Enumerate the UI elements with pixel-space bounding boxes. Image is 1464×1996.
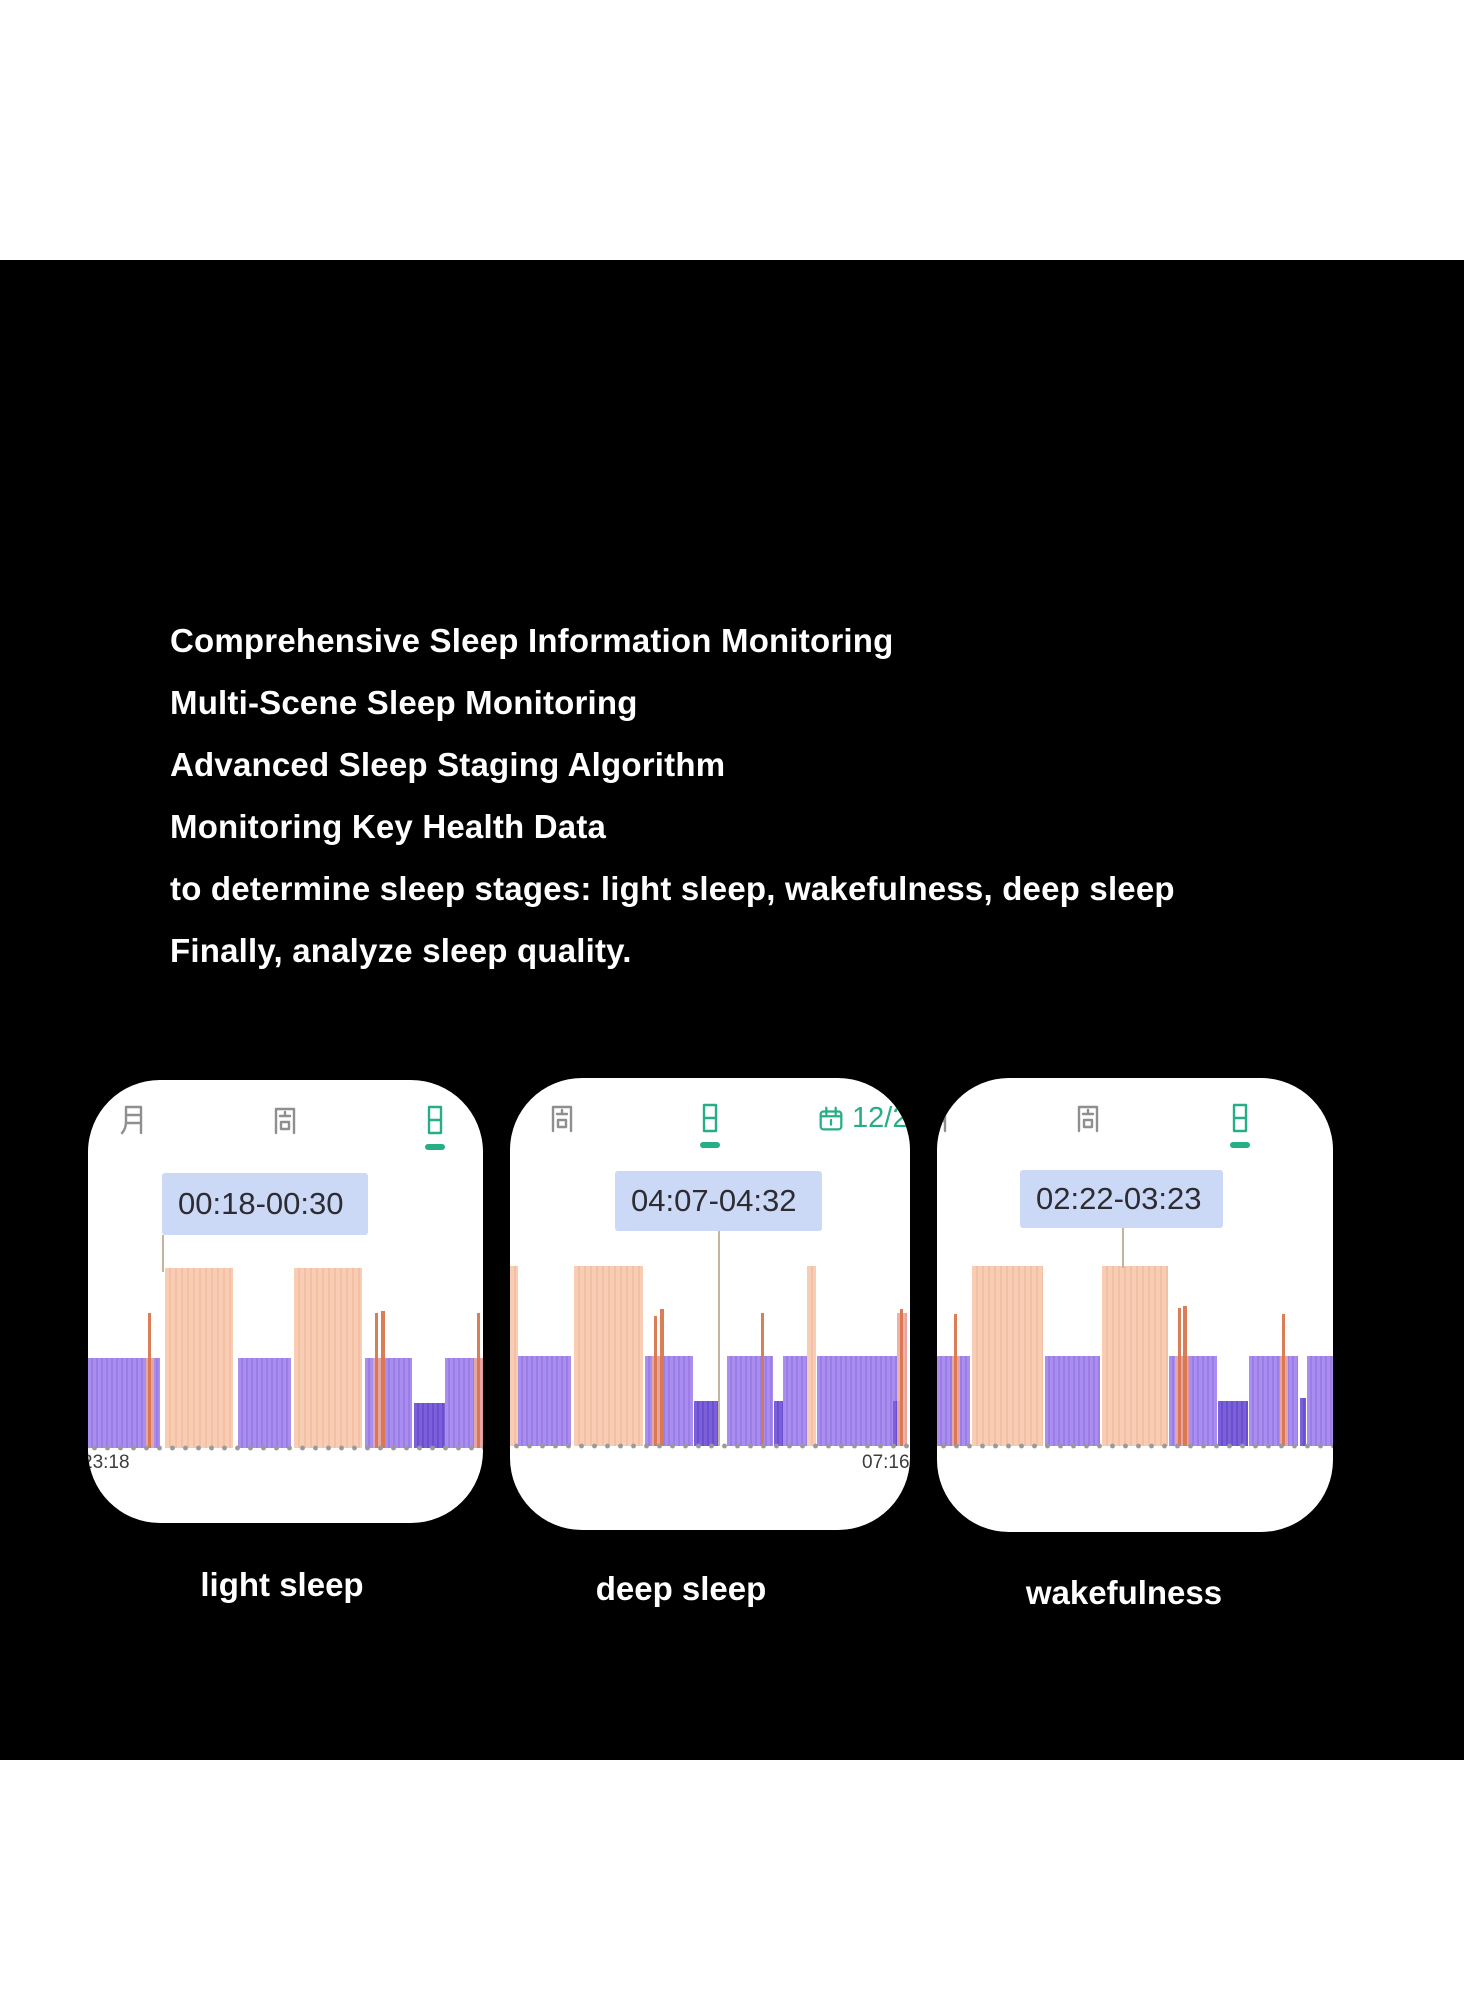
bar-spike	[654, 1316, 657, 1446]
bar-spike	[381, 1311, 385, 1448]
bar-deep[interactable]	[1300, 1398, 1306, 1446]
sleep-segment-tooltip: 00:18-00:30	[162, 1173, 368, 1235]
date-label: 12/28	[852, 1102, 910, 1134]
active-tab-underline	[1230, 1142, 1250, 1148]
bar-spike	[1183, 1306, 1187, 1446]
tab-day[interactable]	[1222, 1100, 1258, 1136]
bar-spike	[148, 1313, 151, 1448]
watch-screen-wakefulness: 02:22-03:23	[937, 1078, 1333, 1532]
bar-spike	[954, 1314, 957, 1446]
tab-day[interactable]	[692, 1100, 728, 1136]
tab-week[interactable]	[1070, 1100, 1106, 1136]
bar-spike	[660, 1309, 664, 1446]
bar-deep[interactable]	[893, 1401, 900, 1446]
bar-wake[interactable]	[1102, 1266, 1168, 1446]
bar-light[interactable]	[727, 1356, 773, 1446]
axis-start-time: 23:18	[88, 1452, 130, 1473]
bar-deep[interactable]	[774, 1401, 783, 1446]
tab-month[interactable]	[937, 1100, 955, 1136]
caption-wakefulness: wakefulness	[1025, 1574, 1223, 1611]
bar-wake[interactable]	[972, 1266, 1043, 1446]
bar-wake[interactable]	[574, 1266, 643, 1446]
bar-light[interactable]	[1307, 1356, 1333, 1446]
headline-line-5: to determine sleep stages: light sleep, …	[170, 870, 1175, 907]
headline-line-2: Multi-Scene Sleep Monitoring	[170, 684, 638, 721]
caption-light-sleep: light sleep	[200, 1566, 364, 1603]
headline-line-6: Finally, analyze sleep quality.	[170, 932, 632, 969]
tooltip-anchor-line	[1122, 1228, 1124, 1268]
bar-light[interactable]	[365, 1358, 412, 1448]
calendar-icon	[816, 1104, 846, 1134]
bar-deep[interactable]	[414, 1403, 445, 1448]
sleep-segment-tooltip: 04:07-04:32	[615, 1171, 822, 1231]
date-picker[interactable]: 12/28	[816, 1102, 910, 1135]
active-tab-underline	[425, 1144, 445, 1150]
bar-deep[interactable]	[694, 1401, 718, 1446]
bar-light[interactable]	[817, 1356, 897, 1446]
axis-end-time: 07:16	[862, 1452, 910, 1473]
tab-month[interactable]	[115, 1102, 151, 1138]
black-panel: Comprehensive Sleep Information Monitori…	[0, 260, 1464, 1760]
bar-wake[interactable]	[294, 1268, 362, 1448]
headline-line-4: Monitoring Key Health Data	[170, 808, 607, 845]
tab-week[interactable]	[267, 1102, 303, 1138]
headline-line-1: Comprehensive Sleep Information Monitori…	[170, 622, 894, 659]
bar-light[interactable]	[1249, 1356, 1298, 1446]
bar-spike	[761, 1313, 764, 1446]
bar-spike	[477, 1313, 480, 1448]
bar-light[interactable]	[783, 1356, 807, 1446]
bar-light[interactable]	[238, 1358, 291, 1448]
active-tab-underline	[700, 1142, 720, 1148]
headline-line-3: Advanced Sleep Staging Algorithm	[170, 746, 726, 783]
bar-spike	[375, 1313, 378, 1448]
bar-deep[interactable]	[1218, 1401, 1248, 1446]
tooltip-anchor-line	[718, 1231, 720, 1446]
time-axis-dotted-line	[88, 1445, 483, 1451]
watch-screen-light-sleep: 00:18-00:30 23:18	[88, 1080, 483, 1523]
caption-deep-sleep: deep sleep	[595, 1570, 767, 1607]
tab-week[interactable]	[544, 1100, 580, 1136]
watch-screen-deep-sleep: 12/28 04:07-04:32 07:16	[510, 1078, 910, 1530]
tab-day[interactable]	[417, 1102, 453, 1138]
bar-spike	[1178, 1308, 1181, 1446]
bar-light[interactable]	[1045, 1356, 1100, 1446]
bar-spike	[900, 1309, 903, 1446]
bar-wake[interactable]	[807, 1266, 816, 1446]
bar-wake[interactable]	[510, 1266, 518, 1446]
time-axis-dotted-line	[937, 1443, 1333, 1449]
bar-wake[interactable]	[165, 1268, 233, 1448]
bar-spike	[1282, 1314, 1285, 1446]
bar-light[interactable]	[518, 1356, 571, 1446]
time-axis-dotted-line	[510, 1443, 910, 1449]
sleep-segment-tooltip: 02:22-03:23	[1020, 1170, 1223, 1228]
tooltip-anchor-line	[162, 1235, 164, 1272]
